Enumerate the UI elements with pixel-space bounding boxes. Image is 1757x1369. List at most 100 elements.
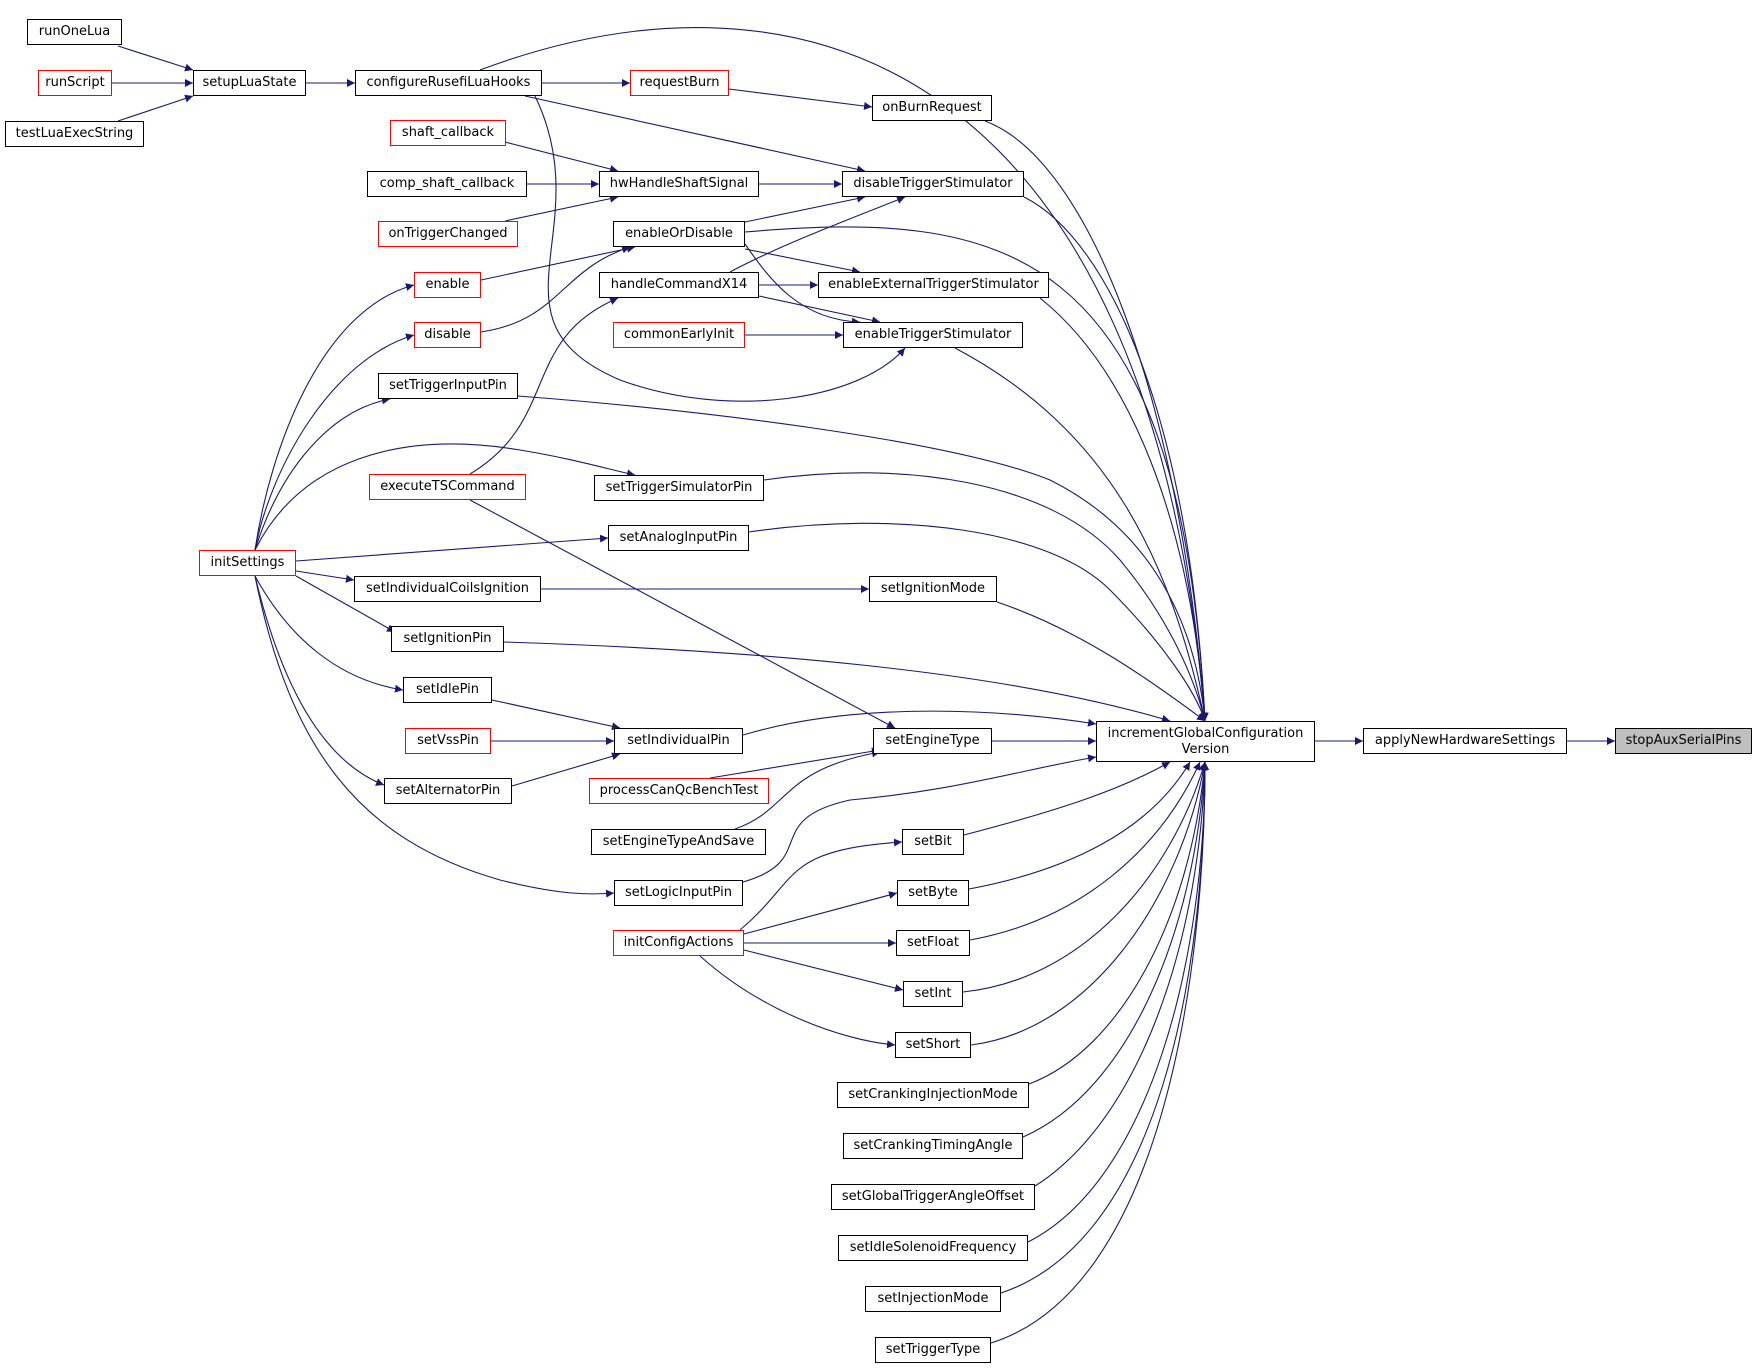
node-hwHandleShaftSignal[interactable]: hwHandleShaftSignal [599,171,759,197]
node-setIndividualCoilsIgnition[interactable]: setIndividualCoilsIgnition [354,576,541,602]
edge-setShort-incrementGlobalConfigurationVersion [970,761,1208,1046]
node-initConfigActions[interactable]: initConfigActions [613,930,744,956]
edge-initConfigActions-setBit [739,838,903,931]
node-commonEarlyInit[interactable]: commonEarlyInit [613,322,745,348]
node-setIdlePin[interactable]: setIdlePin [403,677,492,703]
edge-disable-enableOrDisable [480,245,631,333]
node-disableTriggerStimulator[interactable]: disableTriggerStimulator [842,171,1024,197]
node-setTriggerInputPin[interactable]: setTriggerInputPin [378,373,518,399]
edge-setTriggerType-incrementGlobalConfigurationVersion [990,761,1209,1344]
edge-shaft_callback-hwHandleShaftSignal [504,141,619,173]
edge-runOneLua-setupLuaState [117,45,194,72]
node-enable[interactable]: enable [414,272,481,298]
node-comp_shaft_callback[interactable]: comp_shaft_callback [367,171,527,197]
node-setEngineType[interactable]: setEngineType [873,728,992,754]
edge-enableOrDisable-incrementGlobalConfigurationVersion [744,226,1209,722]
edge-enableOrDisable-enableExternalTriggerStimulator [744,248,861,275]
node-setAnalogInputPin[interactable]: setAnalogInputPin [608,525,749,551]
edge-setEngineTypeAndSave-setEngineType [734,749,881,830]
node-setEngineTypeAndSave[interactable]: setEngineTypeAndSave [591,829,766,855]
node-stopAuxSerialPins[interactable]: stopAuxSerialPins [1615,728,1752,754]
edge-initSettings-setIdlePin [254,575,404,693]
node-setAlternatorPin[interactable]: setAlternatorPin [384,778,512,804]
edge-setIgnitionPin-incrementGlobalConfigurationVersion [503,641,1171,723]
node-disable[interactable]: disable [414,322,481,348]
edge-setIdlePin-setIndividualPin [491,699,621,731]
edge-setIdleSolenoidFrequency-incrementGlobalConfigurationVersion [1027,761,1209,1243]
edge-initSettings-setAlternatorPin [254,575,385,786]
node-incrementGlobalConfigurationVersion-line1: incrementGlobalConfiguration [1107,725,1304,741]
edge-executeTSCommand-setEngineType [469,499,896,729]
node-setIndividualPin[interactable]: setIndividualPin [614,728,743,754]
node-enableTriggerStimulator[interactable]: enableTriggerStimulator [843,322,1023,348]
edge-setFloat-incrementGlobalConfigurationVersion [969,761,1201,941]
node-onBurnRequest[interactable]: onBurnRequest [872,95,992,121]
node-setLogicInputPin[interactable]: setLogicInputPin [614,880,743,906]
node-setCrankingTimingAngle[interactable]: setCrankingTimingAngle [843,1133,1023,1159]
edge-onBurnRequest-incrementGlobalConfigurationVersion [984,120,1209,722]
edge-testLuaExecString-setupLuaState [117,94,194,122]
edge-setCrankingInjectionMode-incrementGlobalConfigurationVersion [1028,761,1209,1085]
node-initSettings[interactable]: initSettings [199,550,296,576]
node-setBit[interactable]: setBit [902,829,964,855]
edge-initSettings-enable [254,283,415,551]
node-setFloat[interactable]: setFloat [896,930,970,956]
node-onTriggerChanged[interactable]: onTriggerChanged [378,221,518,247]
node-runOneLua[interactable]: runOneLua [27,19,122,45]
node-requestBurn[interactable]: requestBurn [630,70,729,96]
edge-initConfigActions-setInt [743,949,904,992]
edge-initSettings-setTriggerInputPin [254,396,391,551]
node-shaft_callback[interactable]: shaft_callback [390,120,506,146]
node-setGlobalTriggerAngleOffset[interactable]: setGlobalTriggerAngleOffset [831,1184,1035,1210]
edge-handleCommandX14-disableTriggerStimulator [729,196,906,273]
edge-setCrankingTimingAngle-incrementGlobalConfigurationVersion [1022,761,1209,1138]
edge-onTriggerChanged-hwHandleShaftSignal [504,194,619,222]
edge-setByte-incrementGlobalConfigurationVersion [968,761,1191,890]
node-setShort[interactable]: setShort [895,1032,971,1058]
edge-setIndividualPin-incrementGlobalConfigurationVersion [742,710,1097,736]
edge-setAlternatorPin-setIndividualPin [511,752,621,787]
edge-setBit-incrementGlobalConfigurationVersion [963,761,1171,836]
edge-setInt-incrementGlobalConfigurationVersion [962,761,1207,993]
edge-configureRusefiLuaHooks-enableTriggerStimulator [534,95,906,402]
edge-setTriggerInputPin-incrementGlobalConfigurationVersion [517,395,1209,722]
edge-initSettings-setIgnitionPin [295,575,396,633]
node-setIgnitionMode[interactable]: setIgnitionMode [869,576,997,602]
edge-processCanQcBenchTest-setEngineType [709,747,881,779]
node-handleCommandX14[interactable]: handleCommandX14 [599,272,759,298]
edge-initSettings-setTriggerSimulatorPin [254,443,636,551]
node-setInt[interactable]: setInt [903,981,963,1007]
node-processCanQcBenchTest[interactable]: processCanQcBenchTest [589,778,769,804]
node-enableExternalTriggerStimulator[interactable]: enableExternalTriggerStimulator [818,272,1049,298]
edge-setLogicInputPin-incrementGlobalConfigurationVersion [742,754,1097,883]
edge-requestBurn-onBurnRequest [728,88,873,110]
node-setCrankingInjectionMode[interactable]: setCrankingInjectionMode [837,1082,1029,1108]
node-executeTSCommand[interactable]: executeTSCommand [369,474,526,500]
edge-initSettings-disable [254,333,415,551]
node-setByte[interactable]: setByte [897,880,969,906]
edge-setIgnitionMode-incrementGlobalConfigurationVersion [996,601,1206,722]
node-testLuaExecString[interactable]: testLuaExecString [5,121,144,147]
node-setIdleSolenoidFrequency[interactable]: setIdleSolenoidFrequency [838,1235,1028,1261]
edge-initSettings-setIndividualCoilsIgnition [295,570,355,583]
node-configureRusefiLuaHooks[interactable]: configureRusefiLuaHooks [355,70,542,96]
edge-handleCommandX14-enableTriggerStimulator [758,295,881,325]
node-setIgnitionPin[interactable]: setIgnitionPin [391,626,504,652]
node-incrementGlobalConfigurationVersion[interactable]: incrementGlobalConfiguration Version [1096,721,1315,762]
node-setTriggerSimulatorPin[interactable]: setTriggerSimulatorPin [594,475,764,501]
node-setupLuaState[interactable]: setupLuaState [193,70,306,96]
node-applyNewHardwareSettings[interactable]: applyNewHardwareSettings [1363,728,1567,754]
node-runScript[interactable]: runScript [38,70,112,96]
edge-enableTriggerStimulator-incrementGlobalConfigurationVersion [954,347,1208,722]
node-setTriggerType[interactable]: setTriggerType [875,1337,991,1363]
edge-executeTSCommand-handleCommandX14 [469,297,619,475]
edge-initSettings-setLogicInputPin [254,575,615,898]
edge-enable-enableOrDisable [480,244,636,281]
node-enableOrDisable[interactable]: enableOrDisable [613,221,745,247]
edge-setTriggerSimulatorPin-incrementGlobalConfigurationVersion [763,472,1207,722]
edge-enableExternalTriggerStimulator-incrementGlobalConfigurationVersion [1039,297,1209,722]
node-setInjectionMode[interactable]: setInjectionMode [865,1286,1001,1312]
node-setVssPin[interactable]: setVssPin [405,728,491,754]
